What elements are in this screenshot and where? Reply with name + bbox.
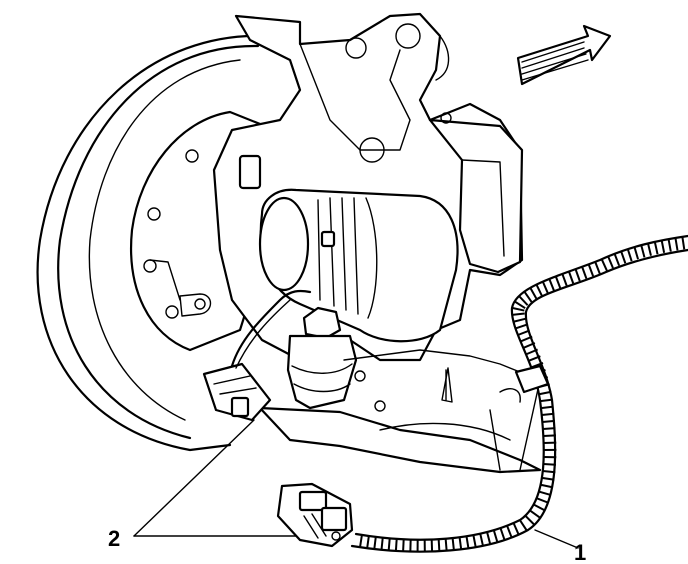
conduit-ring <box>653 241 659 255</box>
conduit-ring <box>511 306 525 312</box>
conduit-ring <box>499 527 506 541</box>
conduit-ring <box>529 287 538 300</box>
axle-shaft <box>258 188 459 343</box>
conduit-ring <box>538 490 552 497</box>
conduit-ring <box>594 261 601 274</box>
conduit-ring <box>543 434 557 437</box>
conduit-ring <box>633 246 639 260</box>
conduit-ring <box>587 264 595 277</box>
conduit-ring <box>380 537 384 551</box>
conduit-ring <box>513 317 526 323</box>
conduit-ring <box>536 497 549 504</box>
conduit-ring <box>554 276 562 289</box>
conduit-ring <box>538 390 552 396</box>
conduit-ring <box>358 534 363 548</box>
conduit-ring <box>528 355 541 362</box>
conduit-ring <box>548 278 555 291</box>
harness-connector <box>276 482 354 548</box>
conduit-ring <box>486 531 492 545</box>
conduit-ring <box>366 535 370 549</box>
conduit-ring <box>525 348 539 356</box>
conduit-ring <box>518 295 529 306</box>
conduit-ring <box>373 536 377 550</box>
leader-two-sensor <box>133 419 255 537</box>
conduit-ring <box>479 533 484 547</box>
conduit-ring <box>458 537 463 550</box>
conduit-ring <box>540 483 554 489</box>
ball-joint <box>286 306 358 440</box>
callout-label-one: 1 <box>574 540 586 564</box>
conduit-ring <box>541 412 555 417</box>
conduit-ring <box>394 538 398 552</box>
sensor-wire <box>230 289 312 369</box>
conduit-ring <box>561 273 568 287</box>
conduit-ring <box>402 539 405 552</box>
conduit-ring <box>515 323 528 330</box>
conduit-ring <box>522 342 536 349</box>
wheel-speed-sensor <box>149 259 272 422</box>
conduit-ring <box>620 251 627 264</box>
conduit-ring <box>600 258 608 272</box>
conduit-ring <box>387 538 391 551</box>
lower-control-arm <box>258 349 542 474</box>
forward-arrow-icon <box>516 24 612 86</box>
conduit-ring <box>514 300 526 310</box>
conduit-ring <box>540 405 554 410</box>
conduit-ring <box>465 536 470 549</box>
conduit-ring <box>647 243 652 256</box>
conduit-ring <box>524 514 535 526</box>
conduit-ring <box>541 281 549 294</box>
harness-conduit <box>350 234 688 553</box>
conduit-ring <box>535 284 543 297</box>
conduit-ring <box>681 236 686 250</box>
conduit-ring <box>523 290 533 303</box>
conduit-ring <box>519 519 528 532</box>
conduit-ring <box>626 248 633 262</box>
conduit-ring <box>437 539 441 552</box>
conduit-ring <box>444 538 448 552</box>
conduit-ring <box>472 534 477 548</box>
brake-rotor <box>36 34 272 452</box>
conduit-ring <box>542 427 556 430</box>
conduit-ring <box>529 509 541 519</box>
callout-leaders <box>133 419 579 549</box>
conduit-ring <box>533 503 546 512</box>
callout-label-two: 2 <box>108 526 120 551</box>
conduit-ring <box>540 398 553 403</box>
conduit-ring <box>512 312 525 316</box>
leader-one <box>534 529 579 549</box>
conduit-ring <box>607 256 614 269</box>
conduit-ring <box>581 266 588 279</box>
conduit-ring <box>543 462 557 466</box>
conduit-ring <box>613 253 621 266</box>
conduit-ring <box>567 271 575 284</box>
conduit-ring <box>674 237 679 251</box>
conduit-ring <box>574 268 581 282</box>
conduit-ring <box>517 329 531 336</box>
conduit-ring <box>542 419 556 424</box>
conduit-ring <box>541 476 555 481</box>
conduit-ring <box>640 244 646 258</box>
conduit-ring <box>660 240 666 253</box>
conduit-ring <box>520 335 533 343</box>
conduit-ring <box>451 537 455 551</box>
conduit-ring <box>542 469 556 474</box>
conduit-ring <box>512 522 520 535</box>
conduit-ring <box>667 238 672 252</box>
conduit-ring <box>492 529 499 543</box>
conduit-ring <box>506 525 513 538</box>
